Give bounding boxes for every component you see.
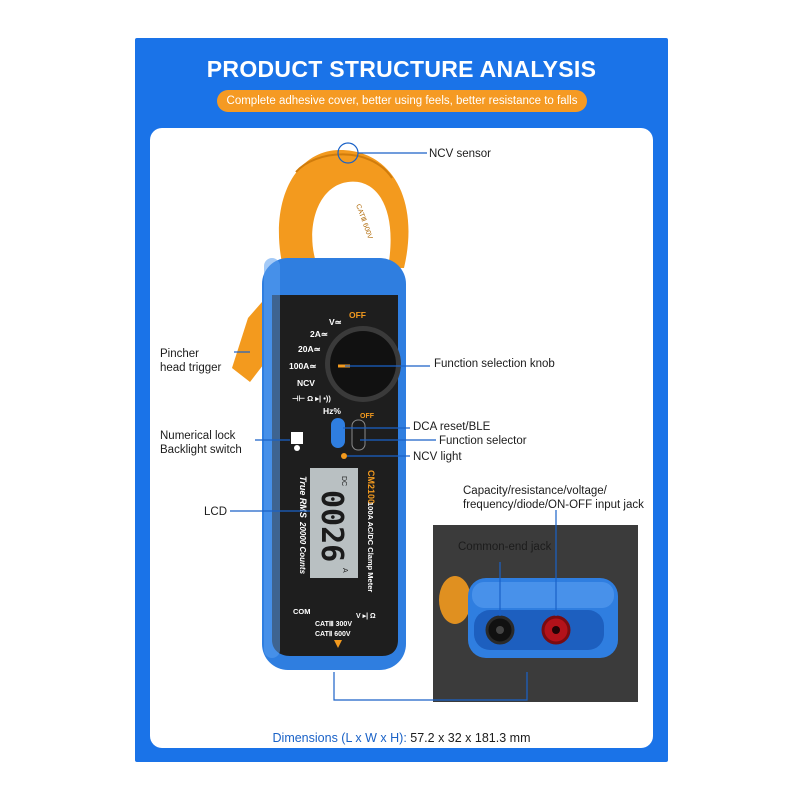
model-desc: 100A AC/DC Clamp Meter xyxy=(366,502,375,592)
warning-triangle-icon xyxy=(334,640,342,648)
callout-dca-reset: DCA reset/BLE xyxy=(413,421,491,433)
clamp-jaw: CATⅢ 600V xyxy=(278,150,409,268)
callout-lines xyxy=(230,142,557,701)
lcd-reading: 0026 xyxy=(314,490,349,562)
callout-ncv-sensor: NCV sensor xyxy=(429,148,491,160)
dca-reset-button[interactable] xyxy=(331,418,345,448)
vohm-label: V ▸| Ω xyxy=(356,613,376,620)
dial-100a: 100A≃ xyxy=(289,361,316,371)
callout-pincher-1: Pincher xyxy=(160,348,199,360)
function-selector-switch[interactable] xyxy=(351,419,366,451)
dial-2a: 2A≃ xyxy=(310,329,328,339)
cat2-label: CATⅡ 600V xyxy=(315,630,351,638)
dial-off: OFF xyxy=(349,310,366,320)
dial-symbols: ⊣⊢ Ω ▸| •)) xyxy=(292,393,331,403)
dial-hz: Hz% xyxy=(323,406,341,416)
jack-photo xyxy=(433,525,638,702)
callout-function-knob: Function selection knob xyxy=(434,358,555,370)
callout-input-jack-2: frequency/diode/ON-OFF input jack xyxy=(463,499,644,511)
dial-20a: 20A≃ xyxy=(298,344,321,354)
numlock-icon xyxy=(291,432,303,444)
callout-numlock-2: Backlight switch xyxy=(160,444,242,456)
lcd-unit: A xyxy=(341,568,348,573)
lcd-screen: 0026 DC A xyxy=(310,468,358,578)
true-rms-label: True RMS xyxy=(298,476,308,518)
callout-lcd: LCD xyxy=(204,506,228,518)
clamp-cat-label: CATⅢ 600V xyxy=(354,203,373,240)
dimensions-title: Dimensions (L x W x H): xyxy=(272,731,407,745)
cat3-label: CATⅢ 300V xyxy=(315,620,352,628)
lcd-dc: DC xyxy=(340,476,347,486)
callout-function-selector: Function selector xyxy=(439,435,527,447)
callout-input-jack-1: Capacity/resistance/voltage/ xyxy=(463,485,607,497)
callout-pincher-2: head trigger xyxy=(160,362,222,374)
counts-label: 20000 Counts xyxy=(298,521,307,575)
switch-off-label: OFF xyxy=(360,413,375,420)
com-label: COM xyxy=(293,607,311,616)
callout-common-jack: Common-end jack xyxy=(458,541,552,553)
pincher-trigger[interactable] xyxy=(232,302,270,382)
backlight-icon xyxy=(294,445,300,451)
dial-v: V≃ xyxy=(329,317,342,327)
page-title: PRODUCT STRUCTURE ANALYSIS xyxy=(206,56,597,82)
callout-numlock-1: Numerical lock xyxy=(160,430,236,442)
subtitle-pill: Complete adhesive cover, better using fe… xyxy=(217,90,587,112)
callout-ncv-light: NCV light xyxy=(413,451,462,463)
function-dial[interactable] xyxy=(325,326,401,402)
dimensions-value: 57.2 x 32 x 181.3 mm xyxy=(410,731,531,745)
model-label: CM2100 xyxy=(366,470,376,504)
ncv-light xyxy=(341,453,347,459)
dial-ncv: NCV xyxy=(297,378,315,388)
dimensions-label: Dimensions (L x W x H): 57.2 x 32 x 181.… xyxy=(150,731,653,745)
